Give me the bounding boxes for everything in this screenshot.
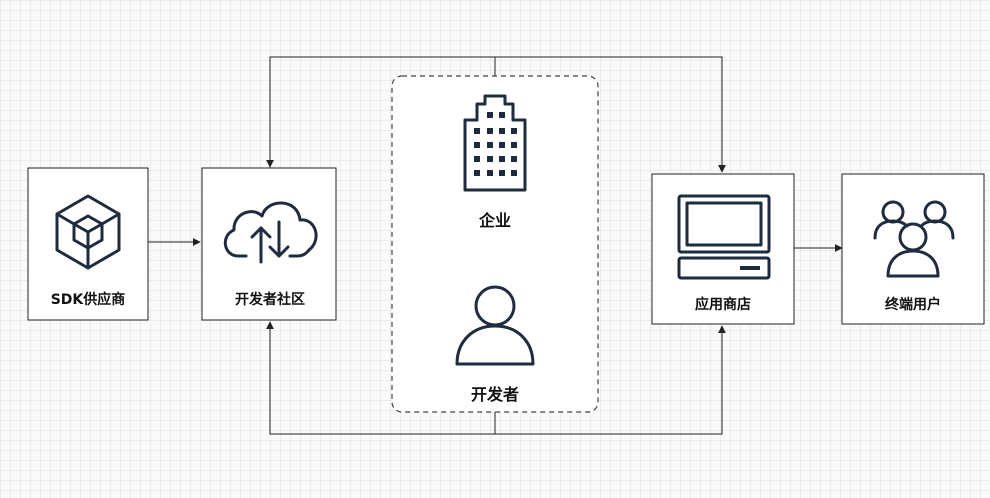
node-enterprise[interactable]: 企业 xyxy=(463,94,527,230)
node-end-users[interactable]: 终端用户 xyxy=(841,173,985,325)
stakeholder-group xyxy=(391,75,599,413)
user-icon xyxy=(455,285,535,366)
node-sdk-vendor[interactable]: SDK供应商 xyxy=(27,167,149,321)
developer-community-label: 开发者社区 xyxy=(235,291,305,308)
enterprise-label: 企业 xyxy=(478,211,511,230)
edges xyxy=(148,56,843,435)
edge-top-bus xyxy=(269,56,723,172)
computer-icon xyxy=(677,194,771,280)
cloud-sync-icon xyxy=(223,201,318,264)
users-icon xyxy=(873,200,955,278)
cube-icon xyxy=(55,194,121,270)
developer-label: 开发者 xyxy=(471,385,519,404)
node-developer-community[interactable]: 开发者社区 xyxy=(201,167,337,321)
app-store-label: 应用商店 xyxy=(695,296,751,313)
node-app-store[interactable]: 应用商店 xyxy=(651,173,795,325)
building-icon xyxy=(463,94,527,192)
end-users-label: 终端用户 xyxy=(885,296,941,313)
sdk-vendor-label: SDK供应商 xyxy=(51,291,126,308)
edge-bottom-bus xyxy=(269,322,723,435)
node-developer[interactable]: 开发者 xyxy=(455,285,535,404)
